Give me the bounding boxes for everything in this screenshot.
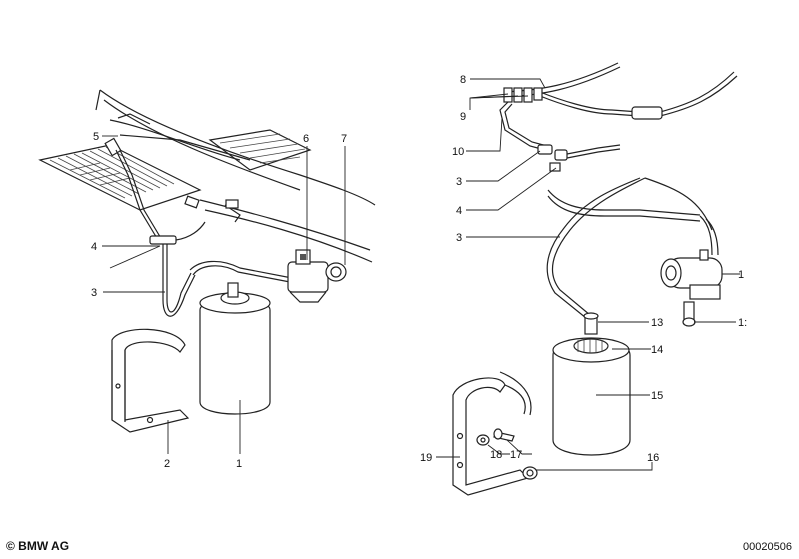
callout-4-right: 4 <box>456 205 462 217</box>
callout-19: 19 <box>420 452 432 464</box>
callout-4-left: 4 <box>91 241 97 253</box>
left-leader-lines <box>102 135 346 454</box>
callout-8: 8 <box>460 74 466 86</box>
callout-1-left: 1 <box>236 458 242 470</box>
left-assembly <box>38 89 376 433</box>
callout-2: 2 <box>164 458 170 470</box>
callout-12: 1: <box>738 317 747 329</box>
callout-15: 15 <box>651 390 663 402</box>
callout-13: 13 <box>651 317 663 329</box>
callout-5: 5 <box>93 131 99 143</box>
copyright-notice: © BMW AG <box>6 539 70 553</box>
callout-3-right-upper: 3 <box>456 176 462 188</box>
hose-connectors-right <box>499 101 719 319</box>
callout-14: 14 <box>651 344 663 356</box>
callout-6: 6 <box>303 133 309 145</box>
reservoir-left <box>199 282 271 415</box>
washer-pump <box>287 249 347 303</box>
callout-18: 18 <box>490 449 502 461</box>
washer-pump-right <box>660 249 723 327</box>
callout-3-left: 3 <box>91 287 97 299</box>
reservoir-right <box>552 312 631 456</box>
windshield-cowl-illustration <box>38 89 376 263</box>
hose-left <box>115 149 293 317</box>
hose-top-right <box>503 62 738 120</box>
callout-17: 17 <box>510 449 522 461</box>
bracket-left <box>111 328 190 433</box>
document-number: 00020506 <box>743 541 792 553</box>
callout-16: 16 <box>647 452 659 464</box>
callout-10: 10 <box>452 146 464 158</box>
callout-7: 7 <box>341 133 347 145</box>
callout-9: 9 <box>460 111 466 123</box>
right-leader-lines <box>436 78 740 471</box>
right-assembly <box>452 62 738 496</box>
bracket-right <box>452 371 538 496</box>
callout-11: 1 <box>738 269 744 281</box>
callout-3-right-lower: 3 <box>456 232 462 244</box>
